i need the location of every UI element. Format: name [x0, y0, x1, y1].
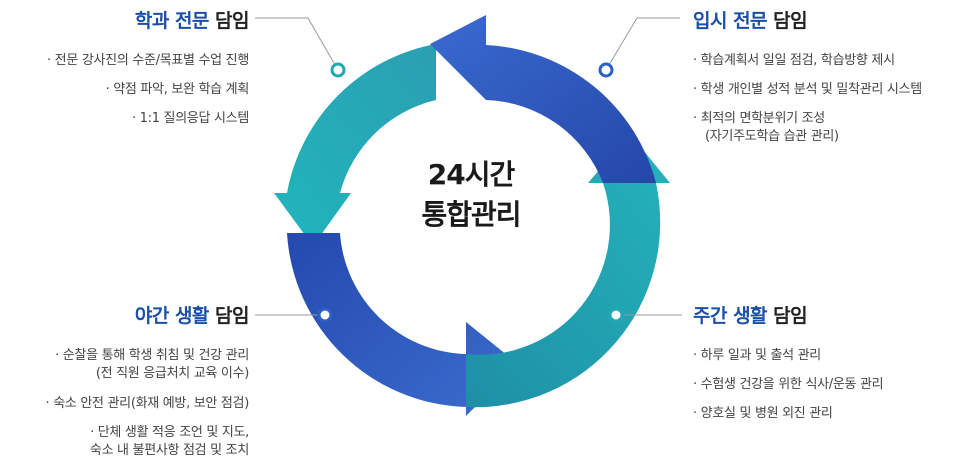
center-line2: 통합관리 — [421, 198, 521, 231]
list-item: · 학생 개인별 성적 분석 및 밀착관리 시스템 — [693, 82, 922, 97]
section-title: 입시 전문 담임 — [693, 10, 808, 32]
arc-teal-top-left — [274, 44, 436, 246]
list-item: · 1:1 질의응답 시스템 — [132, 111, 249, 126]
arc-teal-bottom-right — [466, 134, 670, 408]
list-item: · 약점 파악, 보완 학습 계획 — [105, 82, 250, 97]
list-item: · 양호실 및 병원 외진 관리 — [693, 406, 833, 421]
section-title: 야간 생활 담임 — [134, 305, 250, 327]
list-item: · 단체 생활 적응 조언 및 지도,숙소 내 불편사항 점검 및 조치 — [89, 425, 249, 458]
arc-blue-top-right — [430, 15, 656, 183]
connector-top-right — [605, 17, 680, 71]
section-admission-teacher: 입시 전문 담임 · 학습계획서 일일 점검, 학습방향 제시 · 학생 개인별… — [693, 6, 922, 152]
section-day-life-teacher: 주간 생활 담임 · 하루 일과 및 출석 관리 · 수험생 건강을 위한 식사… — [693, 301, 884, 428]
list-item: · 순찰을 통해 학생 취침 및 건강 관리(전 직원 응급처치 교육 이수) — [55, 348, 249, 381]
list-item: · 숙소 안전 관리(화재 예방, 보안 점검) — [45, 396, 250, 411]
center-label: 24시간 통합관리 — [371, 155, 571, 235]
section-title: 학과 전문 담임 — [134, 10, 250, 32]
dot-top-right — [598, 62, 614, 78]
section-academic-teacher: 학과 전문 담임 · 전문 강사진의 수준/목표별 수업 진행 · 약점 파악,… — [47, 6, 249, 133]
dot-bottom-right — [608, 307, 624, 323]
dot-top-left — [330, 62, 346, 78]
list-item: · 수험생 건강을 위한 식사/운동 관리 — [693, 377, 884, 392]
dot-bottom-left — [317, 307, 333, 323]
section-title: 주간 생활 담임 — [693, 305, 808, 327]
connector-top-left — [255, 17, 339, 71]
list-item: · 전문 강사진의 수준/목표별 수업 진행 — [47, 53, 249, 68]
arc-blue-bottom-left — [287, 233, 518, 416]
center-line1: 24시간 — [427, 158, 516, 191]
list-item: · 하루 일과 및 출석 관리 — [693, 348, 821, 363]
list-item: · 최적의 면학분위기 조성(자기주도학습 습관 관리) — [693, 111, 839, 144]
list-item: · 학습계획서 일일 점검, 학습방향 제시 — [693, 53, 895, 68]
section-night-life-teacher: 야간 생활 담임 · 순찰을 통해 학생 취침 및 건강 관리(전 직원 응급처… — [45, 301, 250, 466]
